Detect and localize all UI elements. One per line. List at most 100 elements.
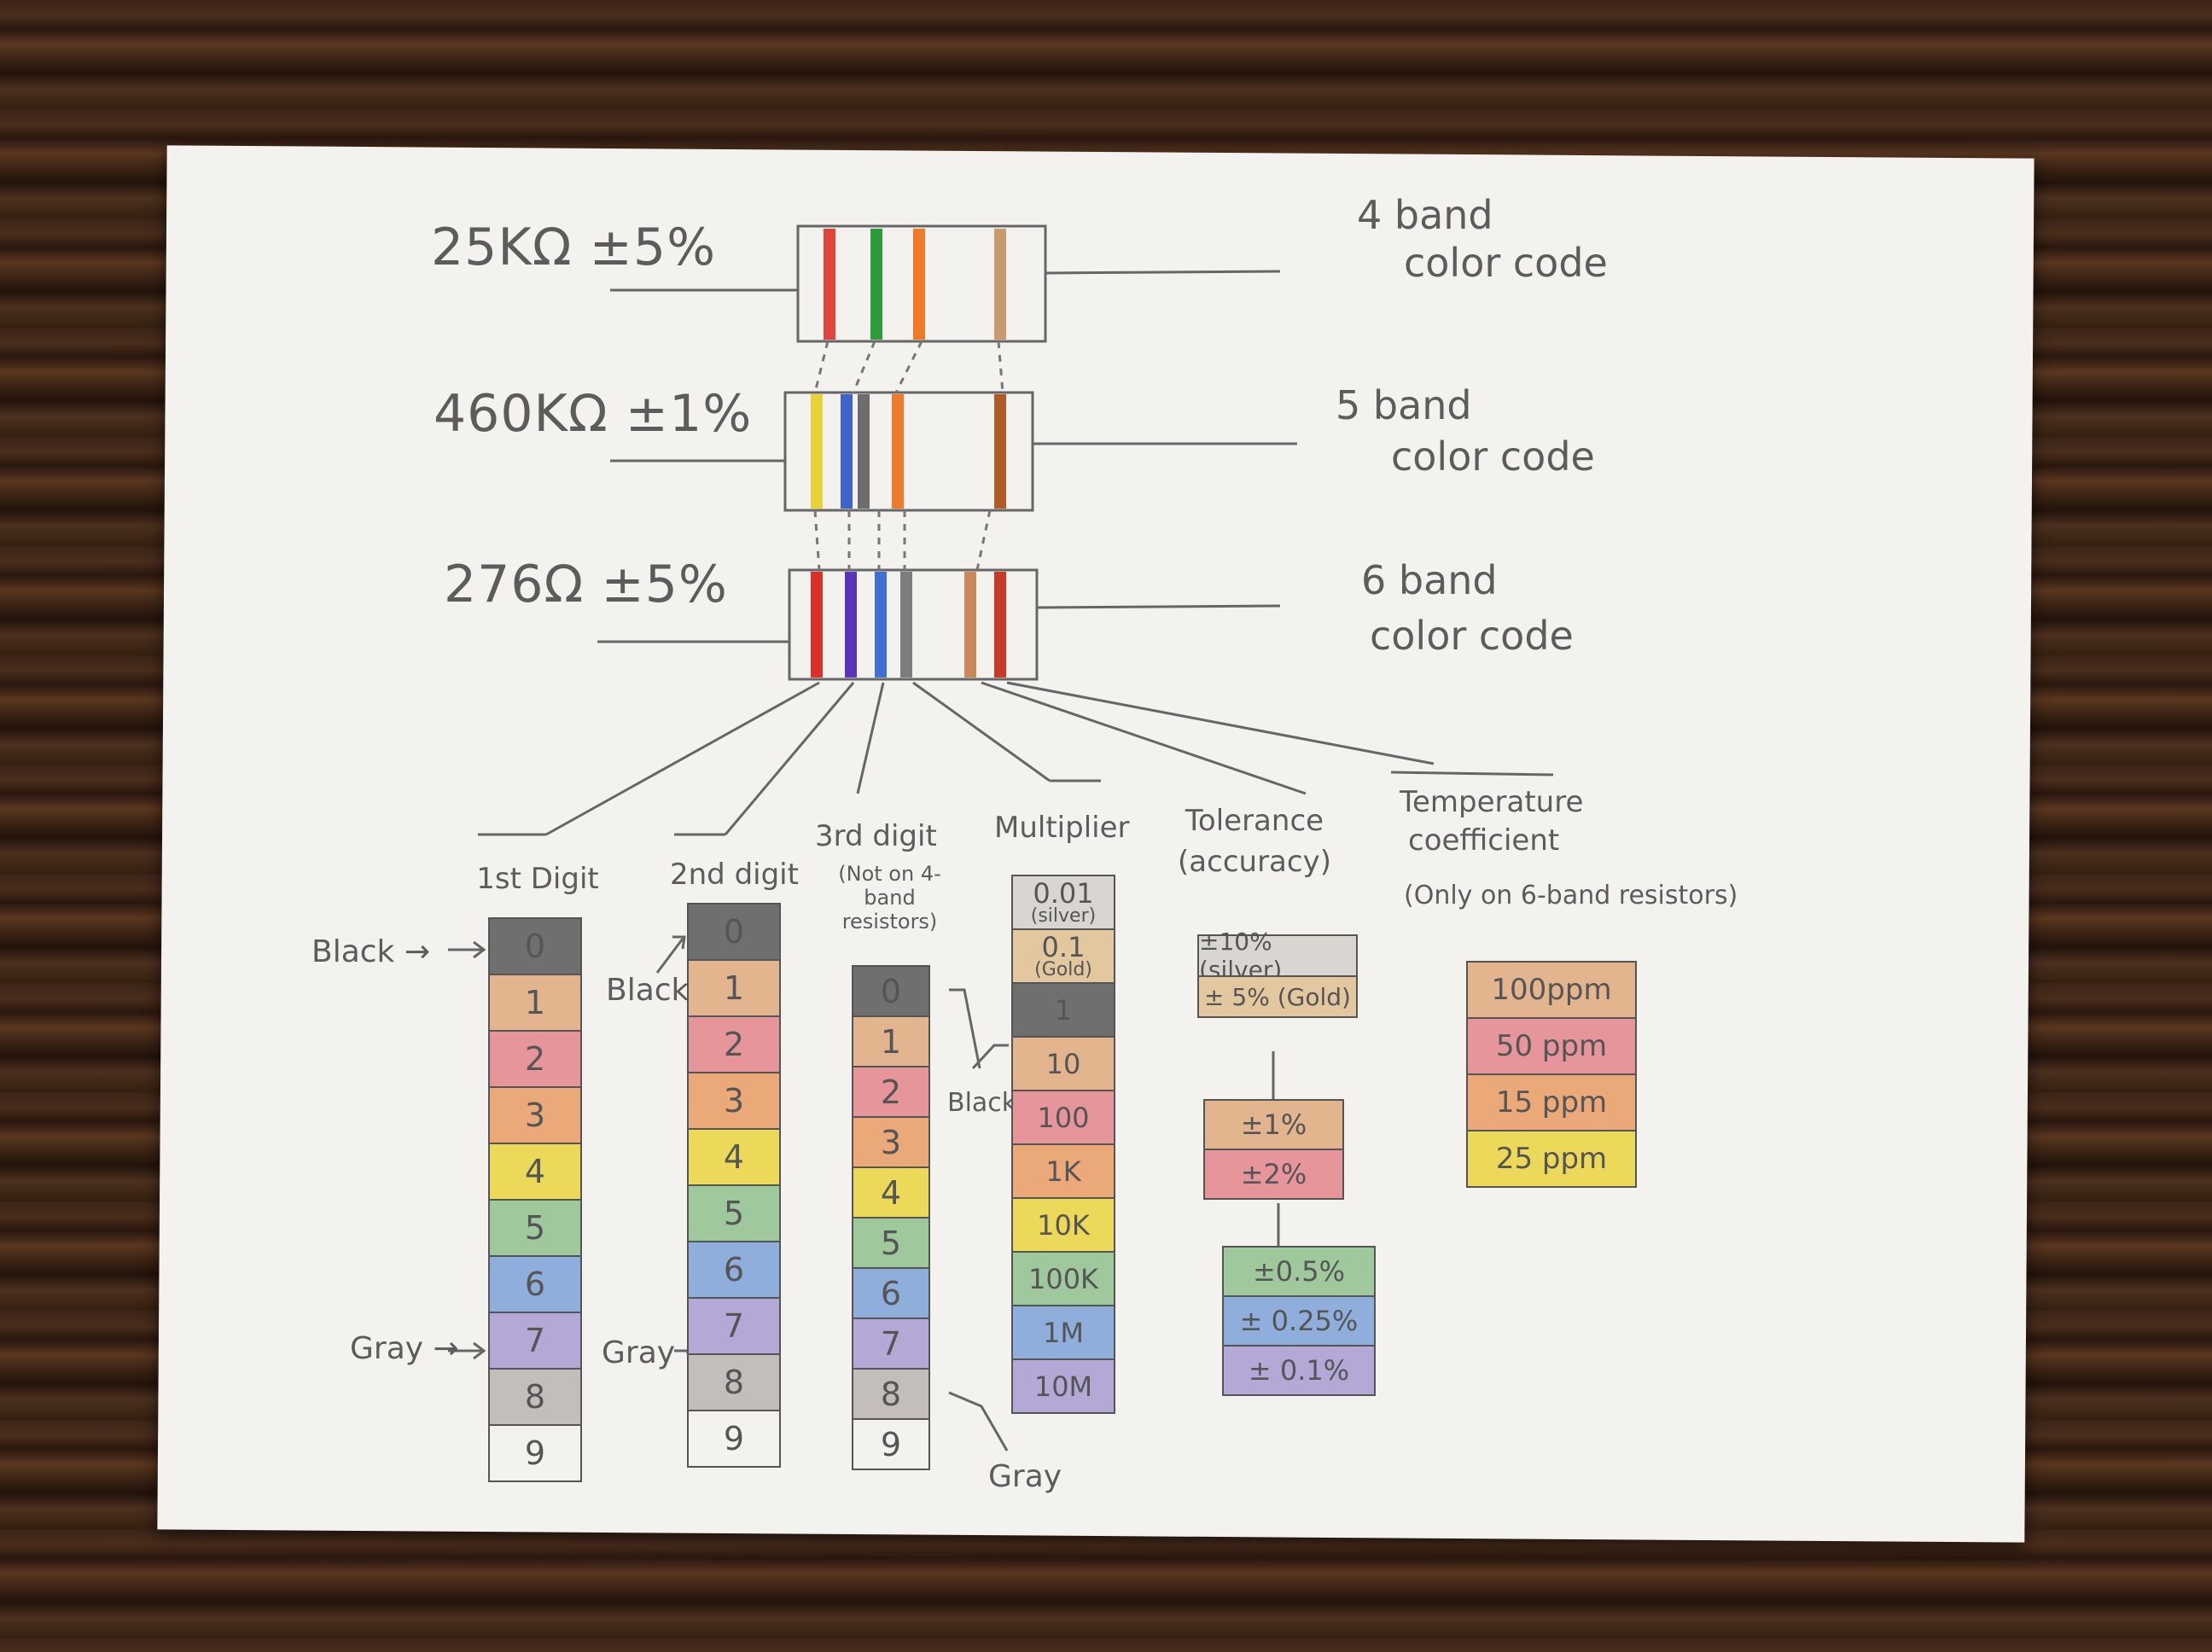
multiplier-cell-label: 10	[1045, 1047, 1081, 1080]
second-digit-header: 2nd digit	[670, 858, 799, 892]
multiplier-cell: 10M	[1011, 1358, 1115, 1414]
first-digit-header: 1st Digit	[476, 862, 599, 896]
tolerance-c-cell: ± 0.1%	[1222, 1345, 1376, 1396]
tolerance-a-cell: ± 5% (Gold)	[1197, 975, 1358, 1018]
third-digit-cell-label: 7	[880, 1324, 902, 1363]
r4-band-2	[870, 229, 882, 340]
temperature-cell: 100ppm	[1466, 961, 1637, 1019]
multiplier-cell-label: 0.1	[1041, 930, 1086, 963]
first-gray-arrow-label: Gray →	[350, 1331, 459, 1366]
first-digit-cell: 2	[488, 1030, 582, 1088]
first-digit-cell: 9	[488, 1424, 582, 1482]
third-digit-cell: 3	[852, 1116, 930, 1168]
third-digit-cell: 6	[852, 1267, 930, 1319]
first-digit-cell-label: 5	[524, 1209, 546, 1247]
tolerance-a-cell-label: ± 5% (Gold)	[1204, 982, 1351, 1011]
r4-lead-right	[1045, 270, 1281, 275]
first-digit-cell-label: 3	[524, 1096, 546, 1134]
second-black-label: Black	[606, 973, 690, 1008]
r5-note-line1: 5 band	[1336, 382, 1472, 428]
tolerance-b-cell-label: ±2%	[1240, 1158, 1307, 1190]
r6-value-label: 276Ω ±5%	[444, 555, 728, 614]
first-digit-cell-label: 6	[524, 1265, 546, 1303]
third-digit-cell: 0	[852, 965, 930, 1017]
r5-body	[783, 391, 1034, 512]
first-digit-cell: 6	[488, 1255, 582, 1313]
first-digit-cell: 8	[488, 1368, 582, 1426]
second-digit-cell-label: 7	[723, 1307, 745, 1345]
multiplier-cell: 0.1(Gold)	[1011, 928, 1115, 984]
second-digit-cell: 8	[687, 1353, 781, 1411]
tolerance-b-cell: ±2%	[1203, 1149, 1344, 1200]
multiplier-cell-sublabel: (silver)	[1030, 905, 1097, 927]
second-digit-cell-label: 6	[723, 1251, 745, 1288]
r5-note-line2: color code	[1391, 433, 1595, 480]
temperature-cell-label: 100ppm	[1491, 973, 1612, 1007]
first-digit-cell-label: 9	[524, 1434, 546, 1472]
second-digit-cell-label: 0	[723, 913, 745, 951]
third-digit-cell: 7	[852, 1318, 930, 1370]
temperature-cell-label: 15 ppm	[1495, 1085, 1608, 1120]
tolerance-c-cell-label: ± 0.1%	[1248, 1354, 1350, 1387]
first-digit-cell-label: 0	[524, 928, 546, 965]
column-leader-lines	[448, 681, 1554, 1451]
second-digit-cell: 2	[687, 1015, 781, 1073]
second-digit-cell: 6	[687, 1241, 781, 1299]
tolerance-c-cell: ± 0.25%	[1222, 1295, 1376, 1347]
second-digit-cell: 9	[687, 1410, 781, 1468]
multiplier-header: Multiplier	[994, 811, 1130, 845]
band-connectors	[813, 340, 1004, 571]
multiplier-cell-label: 100K	[1027, 1262, 1099, 1295]
third-black-label: Black	[947, 1088, 1017, 1118]
second-digit-cell: 7	[687, 1297, 781, 1355]
temperature-subheader: (Only on 6-band resistors)	[1404, 881, 1738, 910]
multiplier-cell-label: 100	[1037, 1101, 1090, 1134]
third-digit-cell-label: 6	[880, 1274, 902, 1312]
temperature-header: Temperature	[1400, 785, 1584, 819]
third-digit-cell-label: 3	[880, 1123, 902, 1161]
second-digit-cell: 3	[687, 1072, 781, 1130]
third-digit-cell: 4	[852, 1166, 930, 1219]
first-digit-cell-label: 4	[524, 1153, 546, 1190]
r5-value-label: 460KΩ ±1%	[434, 384, 753, 444]
multiplier-cell-label: 10M	[1033, 1370, 1093, 1403]
r4-band-1	[824, 229, 835, 340]
r6-band-4	[900, 572, 912, 678]
temperature-cell: 15 ppm	[1466, 1073, 1637, 1131]
first-digit-cell-label: 8	[524, 1378, 546, 1416]
second-digit-cell: 0	[687, 903, 781, 961]
third-digit-cell-label: 1	[880, 1022, 902, 1061]
multiplier-cell: 0.01(silver)	[1011, 875, 1115, 930]
third-digit-cell-label: 2	[880, 1073, 902, 1111]
r6-band-6	[994, 572, 1006, 678]
tolerance-a-cell: ±10% (silver)	[1197, 928, 1358, 984]
r6-lead-right	[1036, 604, 1281, 609]
multiplier-cell: 1M	[1011, 1305, 1115, 1360]
r4-note-line2: color code	[1404, 240, 1608, 286]
r6-note-line1: 6 band	[1361, 557, 1498, 603]
r5-band-2	[841, 394, 853, 509]
first-digit-cell: 0	[488, 917, 582, 975]
tolerance-header: Tolerance	[1185, 804, 1324, 838]
third-gray-label: Gray	[988, 1459, 1062, 1494]
temperature-cell: 25 ppm	[1466, 1130, 1637, 1188]
third-digit-cell: 9	[852, 1418, 930, 1470]
second-digit-cell-label: 1	[723, 969, 745, 1007]
multiplier-cell-label: 10K	[1037, 1208, 1090, 1242]
third-digit-cell: 5	[852, 1217, 930, 1269]
r4-bands	[824, 229, 1006, 340]
third-digit-cell-label: 0	[880, 972, 902, 1010]
second-digit-cell: 1	[687, 959, 781, 1017]
second-digit-cell-label: 9	[723, 1420, 745, 1457]
temperature-header-line2: coefficient	[1408, 823, 1560, 858]
r6-bands	[811, 572, 1006, 678]
third-digit-subheader: (Not on 4-band resistors)	[838, 862, 941, 934]
second-digit-cell-label: 2	[723, 1026, 745, 1063]
multiplier-cell: 10K	[1011, 1197, 1115, 1253]
multiplier-cell: 100	[1011, 1090, 1115, 1145]
r4-band-4	[994, 229, 1006, 340]
r5-band-5	[994, 394, 1006, 509]
multiplier-cell-sublabel: (Gold)	[1034, 958, 1092, 980]
first-digit-cell: 5	[488, 1199, 582, 1257]
first-digit-cell: 3	[488, 1086, 582, 1144]
